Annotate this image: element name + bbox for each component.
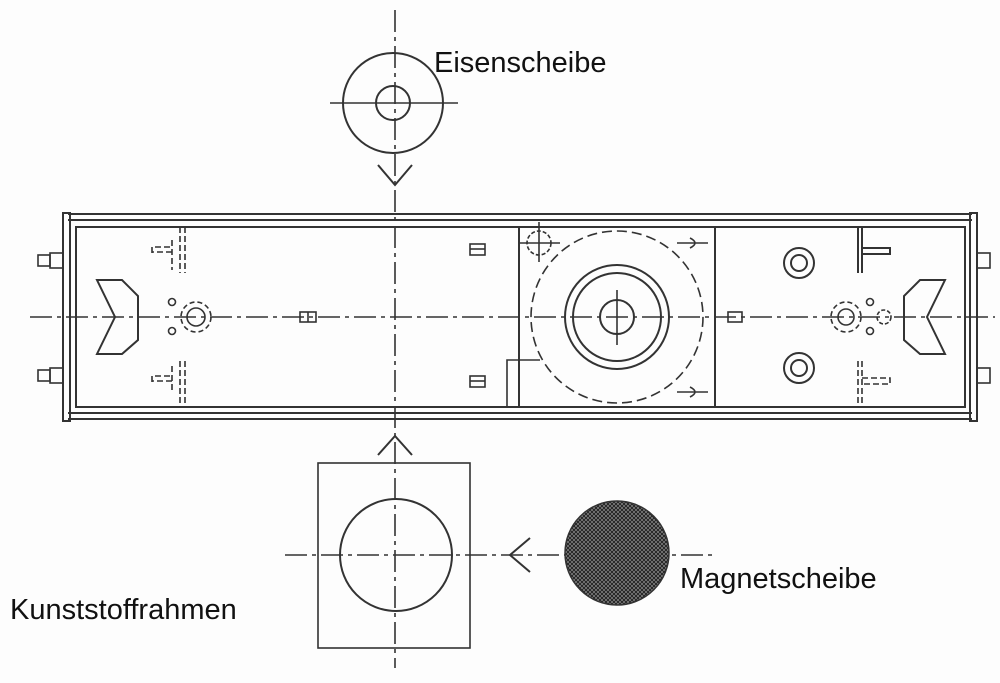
label-plastic-frame: Kunststoffrahmen: [10, 594, 237, 626]
magnet-disc: [564, 500, 670, 606]
iron-disc: [330, 52, 458, 187]
center-module: [506, 222, 743, 408]
label-magnet-disc: Magnetscheibe: [680, 563, 877, 595]
arrow-left-icon: [508, 537, 531, 573]
left-details: [95, 227, 486, 407]
right-details: [783, 227, 947, 407]
arrow-up-icon: [377, 434, 413, 456]
arrow-down-icon: [377, 164, 413, 187]
label-iron-disc: Eisenscheibe: [434, 47, 607, 79]
plastic-frame: [285, 434, 715, 649]
housing-frame: [37, 212, 991, 422]
